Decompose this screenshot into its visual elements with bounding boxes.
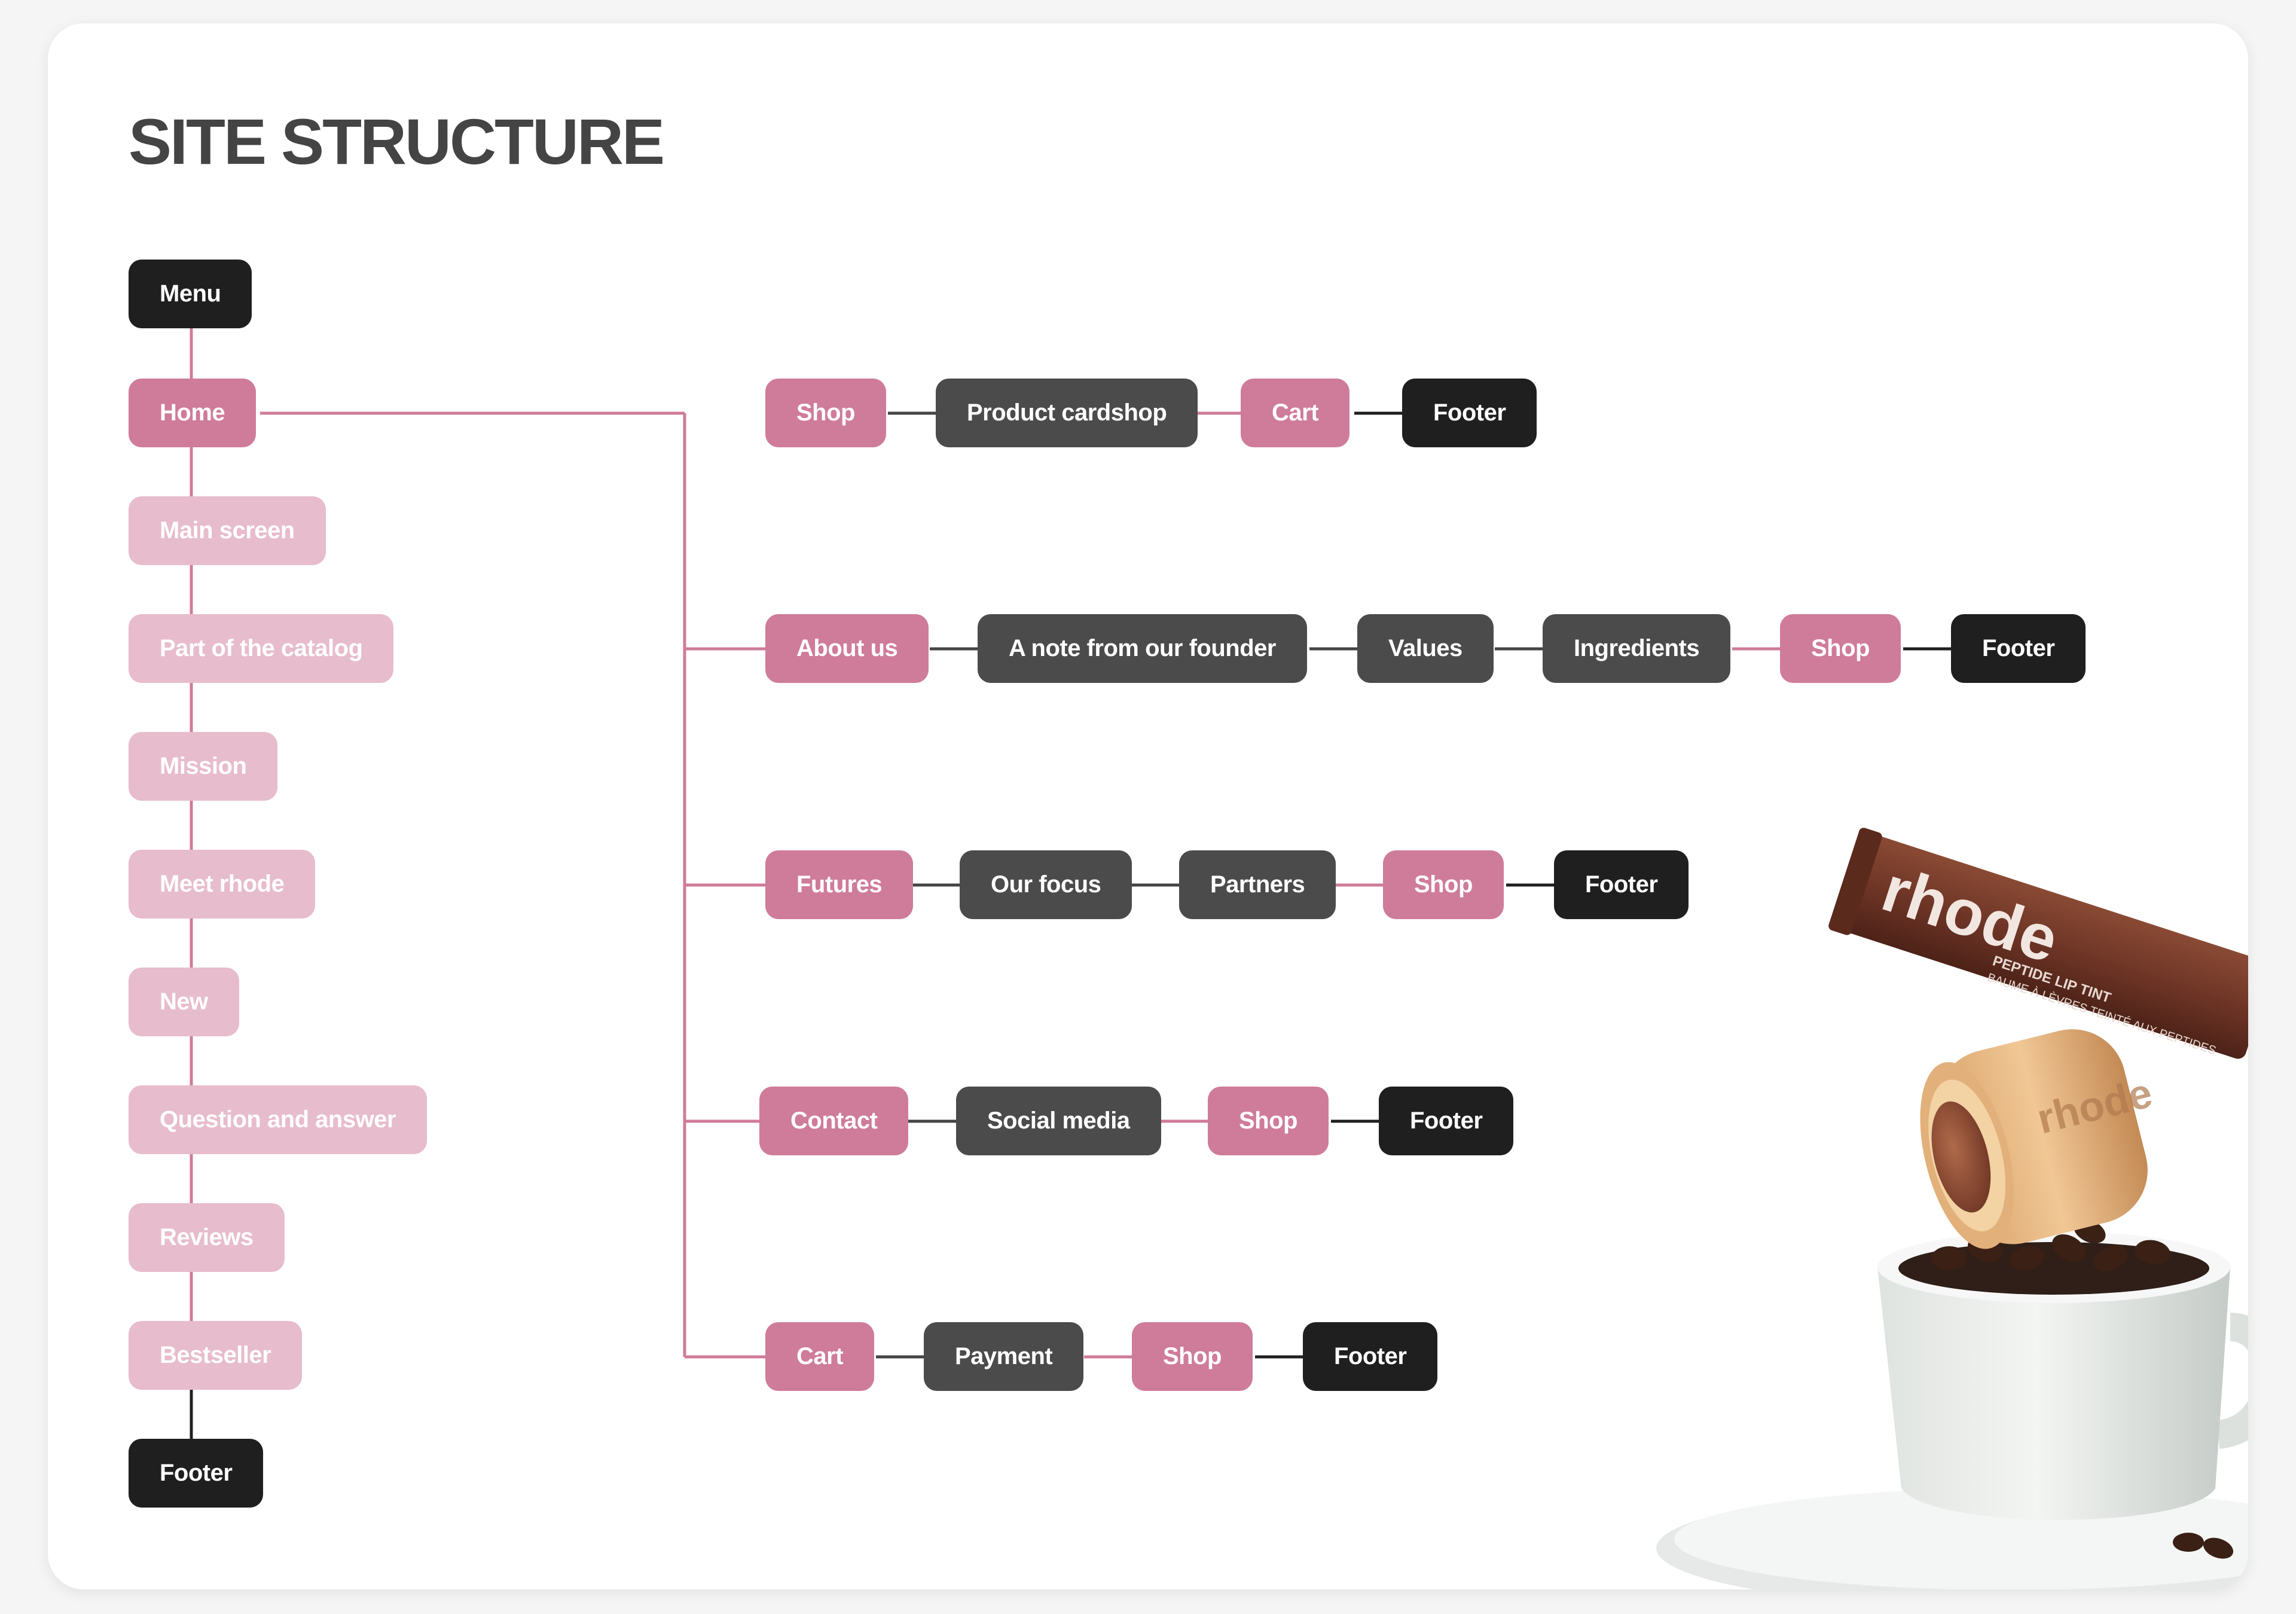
node-footer[interactable]: Footer [1379, 1087, 1514, 1155]
node-note-from-founder[interactable]: A note from our founder [978, 614, 1307, 683]
node-part-of-the-catalog[interactable]: Part of the catalog [129, 614, 394, 683]
node-footer[interactable]: Footer [1951, 614, 2086, 683]
node-cart[interactable]: Cart [1241, 379, 1350, 447]
node-values[interactable]: Values [1357, 614, 1494, 683]
node-footer[interactable]: Footer [1303, 1322, 1438, 1391]
node-partners[interactable]: Partners [1179, 850, 1336, 919]
node-contact[interactable]: Contact [759, 1087, 909, 1155]
node-footer[interactable]: Footer [1554, 850, 1689, 919]
node-home[interactable]: Home [129, 379, 257, 447]
node-footer[interactable]: Footer [1402, 379, 1537, 447]
node-mission[interactable]: Mission [129, 732, 278, 801]
node-new[interactable]: New [129, 968, 239, 1036]
node-payment[interactable]: Payment [924, 1322, 1084, 1391]
node-cart[interactable]: Cart [765, 1322, 875, 1391]
node-about-us[interactable]: About us [765, 614, 929, 683]
lip-jar: rhode [1920, 1029, 2157, 1249]
node-shop[interactable]: Shop [1383, 850, 1504, 919]
node-main-screen[interactable]: Main screen [129, 496, 326, 565]
site-structure-card: SITE STRUCTURE [48, 23, 2248, 1589]
product-photo: rhode rhode PEPTIDE LIP TINT BAUME À LÈV… [1656, 828, 2248, 1589]
node-our-focus[interactable]: Our focus [960, 850, 1132, 919]
node-shop[interactable]: Shop [765, 379, 886, 447]
page-title: SITE STRUCTURE [129, 105, 665, 178]
node-menu[interactable]: Menu [129, 260, 252, 328]
node-ingredients[interactable]: Ingredients [1543, 614, 1731, 683]
node-social-media[interactable]: Social media [956, 1087, 1161, 1155]
node-futures[interactable]: Futures [765, 850, 914, 919]
node-reviews[interactable]: Reviews [129, 1203, 285, 1272]
node-question-and-answer[interactable]: Question and answer [129, 1085, 428, 1154]
node-footer[interactable]: Footer [129, 1439, 264, 1508]
node-bestseller[interactable]: Bestseller [129, 1321, 303, 1390]
node-meet-rhode[interactable]: Meet rhode [129, 850, 316, 919]
node-product-cardshop[interactable]: Product cardshop [936, 379, 1198, 447]
lip-tint-tube: rhode PEPTIDE LIP TINT BAUME À LÈVRES TE… [1828, 828, 2248, 1059]
node-shop[interactable]: Shop [1132, 1322, 1253, 1391]
node-shop[interactable]: Shop [1208, 1087, 1329, 1155]
node-shop[interactable]: Shop [1780, 614, 1901, 683]
